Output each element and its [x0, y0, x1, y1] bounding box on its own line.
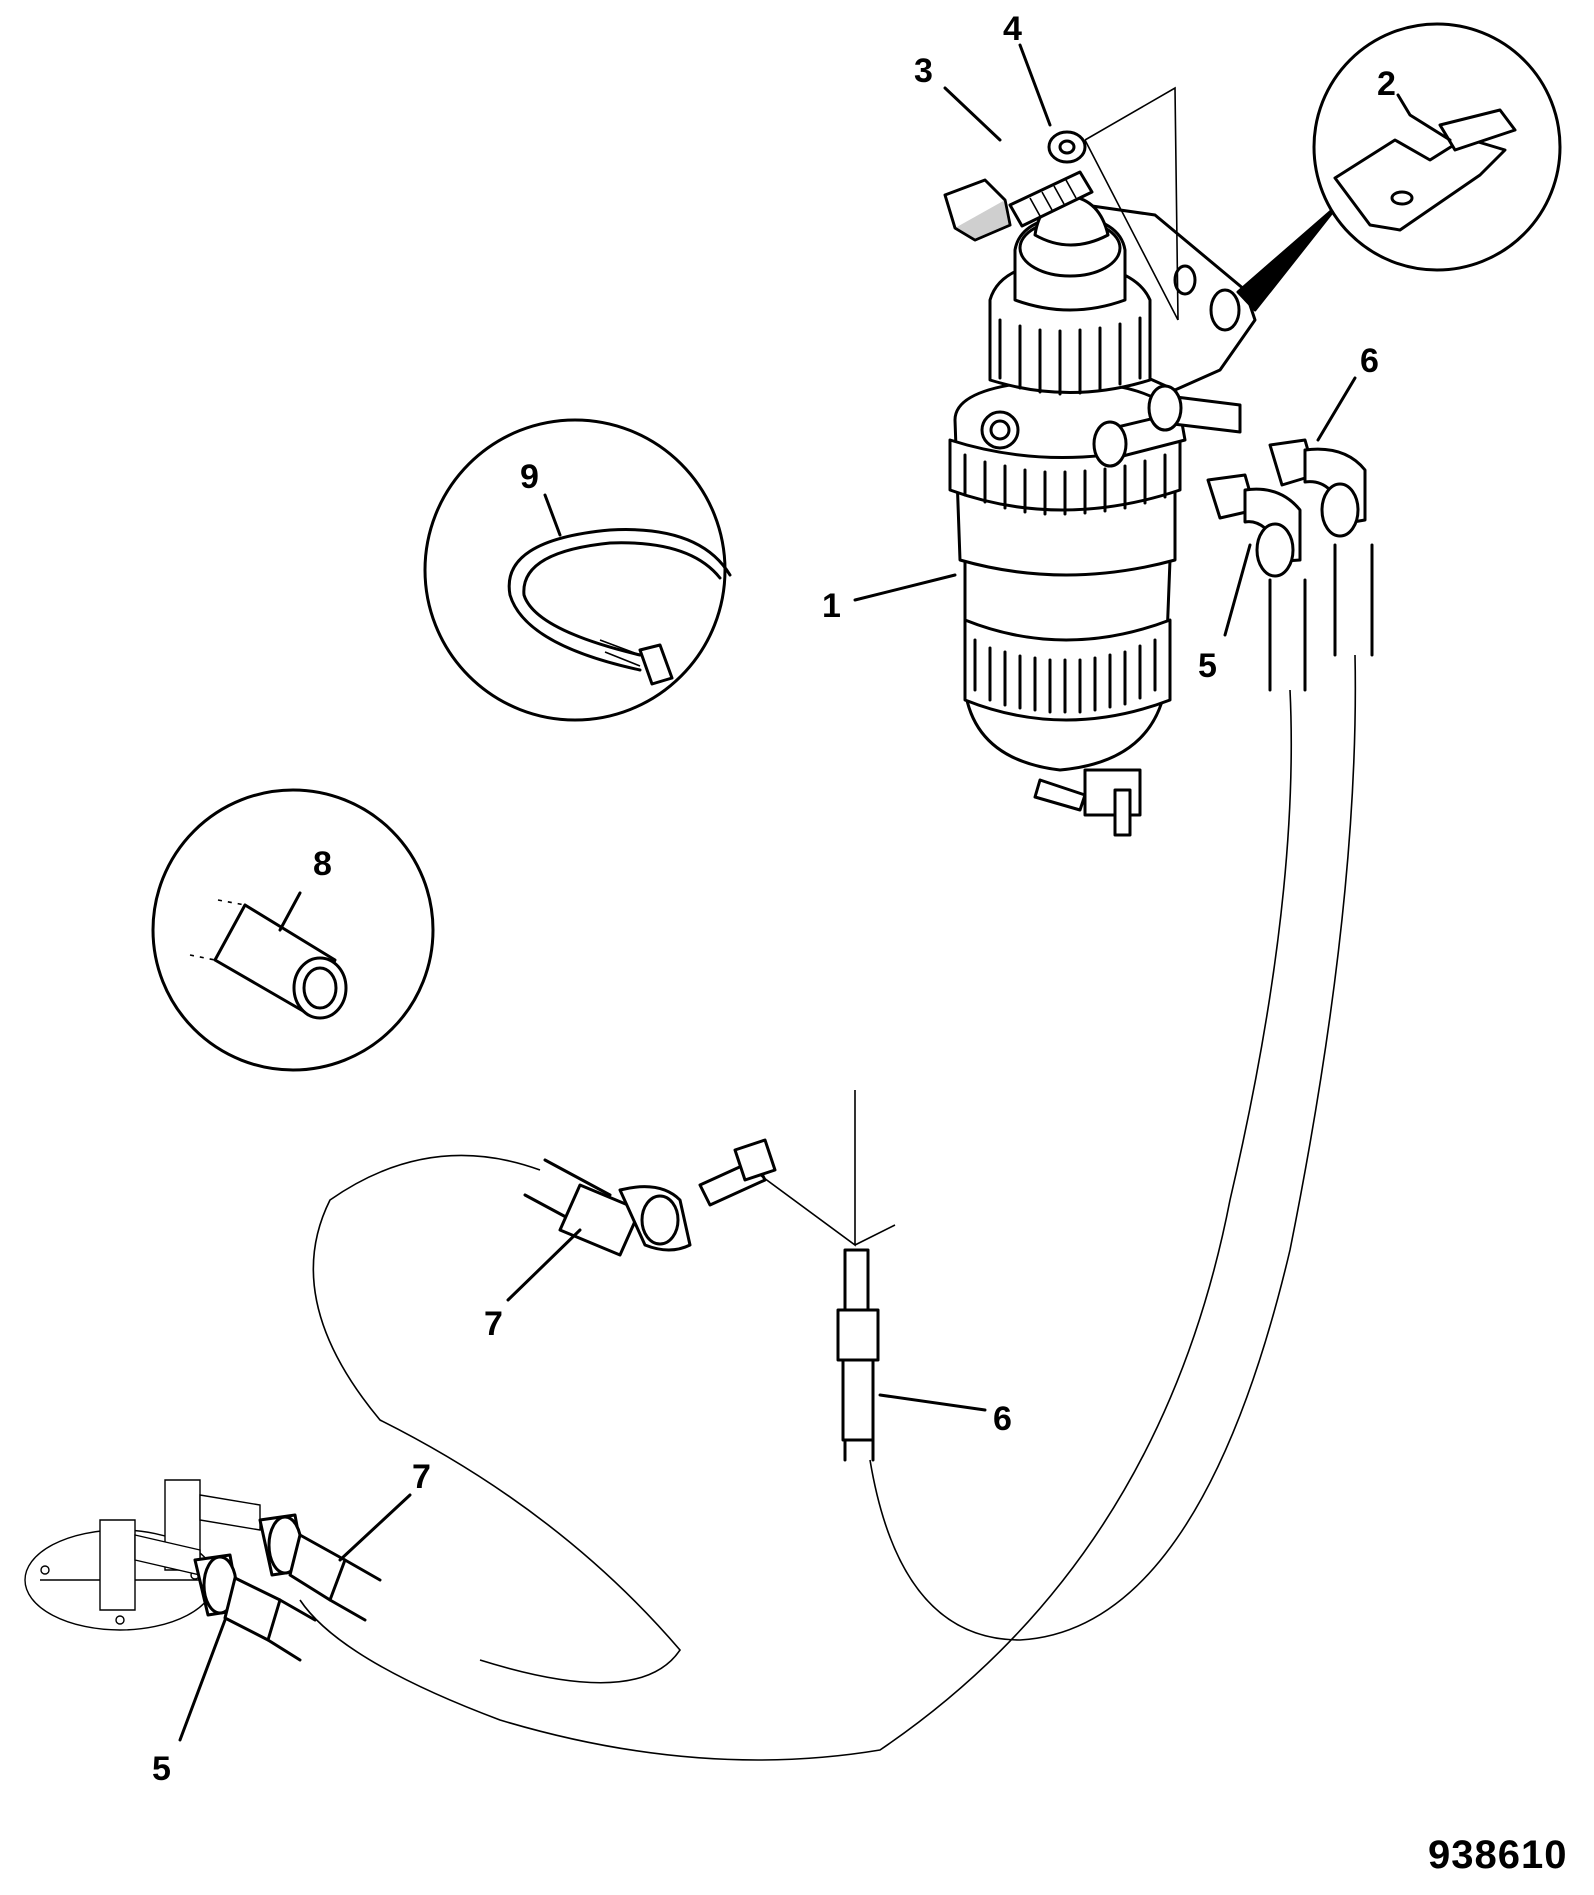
leader-5-top — [1223, 543, 1252, 637]
leader-7-mid — [506, 1228, 582, 1302]
callout-5-bottom: 5 — [152, 1750, 171, 1788]
leader-2 — [1396, 93, 1452, 142]
tank-sender-unit — [24, 1479, 382, 1662]
filter-outlet-connectors — [299, 438, 1374, 1761]
callout-8: 8 — [313, 845, 332, 883]
mid-connectors — [312, 1090, 896, 1684]
leader-3 — [943, 86, 1002, 142]
callout-5-top: 5 — [1198, 647, 1217, 685]
callout-3: 3 — [914, 52, 933, 90]
leader-lines — [178, 43, 1452, 1742]
callout-6-top: 6 — [1360, 342, 1379, 380]
detail-cable-tie — [423, 418, 732, 722]
figure-id: 938610 — [1428, 1833, 1567, 1877]
leader-7-bottom — [338, 1493, 412, 1562]
callout-2: 2 — [1377, 65, 1396, 103]
leader-6-top — [1316, 376, 1357, 442]
callout-6-mid: 6 — [993, 1400, 1012, 1438]
leader-9 — [543, 493, 562, 537]
detail-hose-tube — [151, 788, 435, 1072]
callout-7-bottom: 7 — [412, 1458, 431, 1496]
callout-4: 4 — [1003, 10, 1022, 48]
detail-clip-bracket — [1236, 22, 1562, 312]
leader-5-bottom — [178, 1618, 227, 1742]
leader-8 — [278, 891, 302, 932]
bolt-and-washer — [943, 86, 1179, 321]
callout-9: 9 — [520, 458, 539, 496]
callout-labels: 1 2 3 4 5 5 6 6 7 7 8 9 — [152, 10, 1396, 1788]
leader-6-mid — [878, 1393, 987, 1412]
leader-1 — [853, 573, 957, 602]
callout-7-mid: 7 — [484, 1305, 503, 1343]
fuel-filter-assembly — [948, 194, 1257, 837]
leader-4 — [1018, 43, 1052, 127]
callout-1: 1 — [822, 587, 841, 625]
